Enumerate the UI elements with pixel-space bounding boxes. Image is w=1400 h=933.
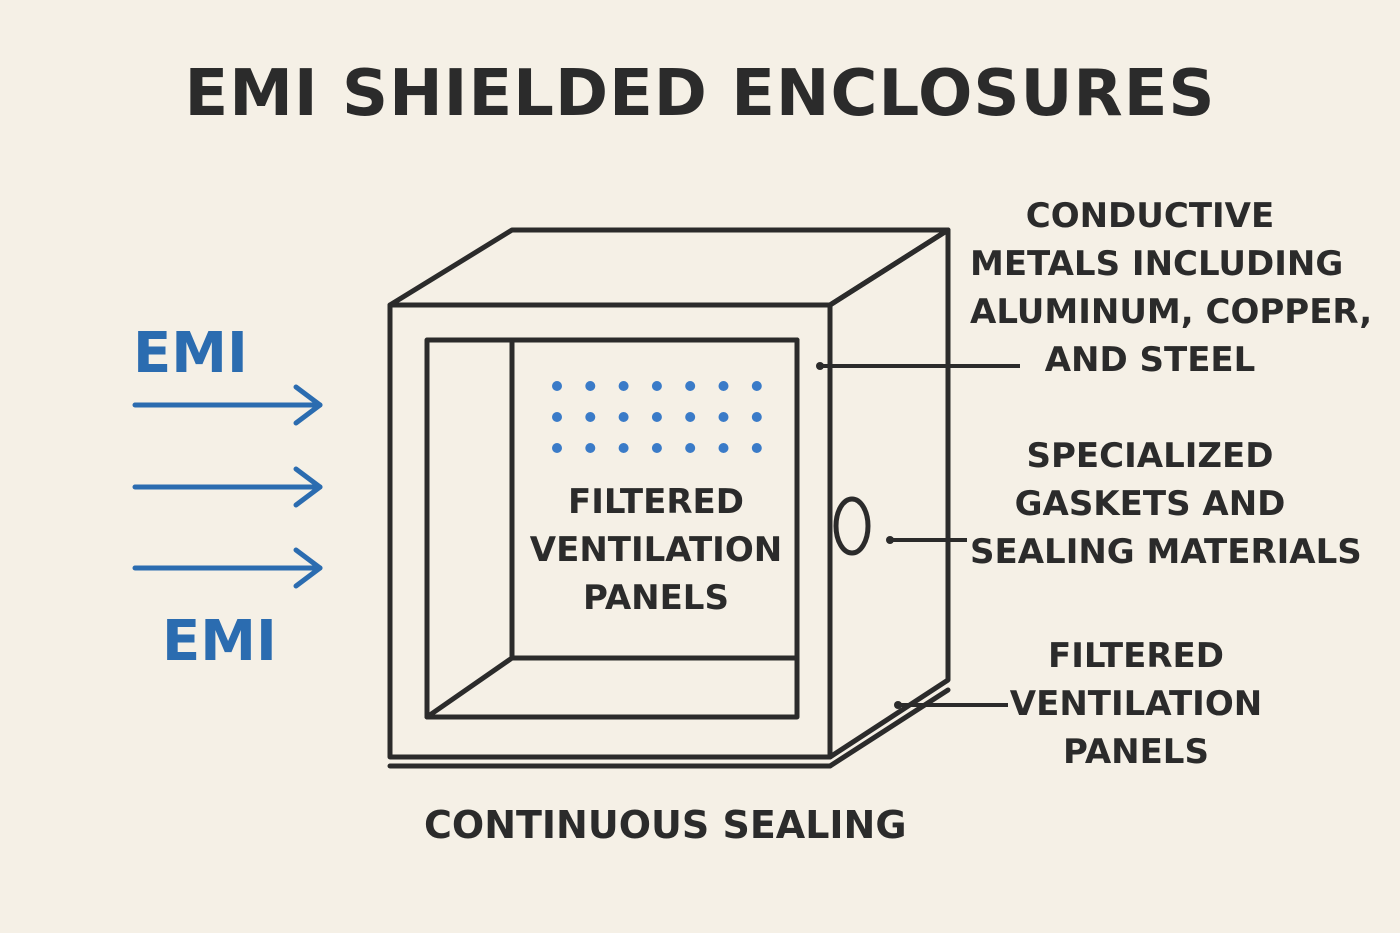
vent-dot <box>618 443 629 453</box>
vent-dot <box>685 412 696 422</box>
panel-label-line: VENTILATION <box>529 530 783 570</box>
enclosure-top-face <box>387 227 951 308</box>
vent-dot <box>685 443 696 453</box>
callout-ventilation: FILTERED VENTILATION PANELS <box>1000 632 1272 776</box>
panel-label: FILTERED VENTILATION PANELS <box>512 478 800 622</box>
vent-dot <box>552 381 562 391</box>
vent-dot <box>751 443 762 453</box>
vent-dot <box>718 443 729 453</box>
callout-metals-line: METALS INCLUDING <box>970 244 1344 284</box>
vent-dot <box>718 381 729 391</box>
emi-label-top: EMI <box>133 321 248 386</box>
callout-metals-line: ALUMINUM, COPPER, <box>970 292 1373 332</box>
vent-dot <box>552 412 562 422</box>
vent-dot <box>685 381 696 391</box>
vent-dot <box>552 443 562 453</box>
enclosure-front-frame <box>387 302 833 760</box>
arrow-right-icon <box>132 384 323 426</box>
vent-dot <box>651 412 662 422</box>
callout-ventilation-line: FILTERED <box>1048 636 1224 676</box>
vent-dot <box>651 443 662 453</box>
callout-ventilation-line: PANELS <box>1063 732 1209 772</box>
interior-floor-edge <box>424 655 515 720</box>
vent-dot <box>651 381 662 391</box>
callout-gaskets-line: SPECIALIZED <box>1026 436 1274 476</box>
callout-metals: CONDUCTIVE METALS INCLUDING ALUMINUM, CO… <box>970 192 1373 384</box>
panel-label-line: PANELS <box>583 578 729 618</box>
ventilation-panel <box>509 337 800 661</box>
enclosure-base-side <box>827 687 951 769</box>
arrow-right-icon <box>132 547 323 589</box>
arrow-right-icon <box>132 466 323 508</box>
callout-gaskets: SPECIALIZED GASKETS AND SEALING MATERIAL… <box>970 432 1362 576</box>
panel-label-line: FILTERED <box>568 482 744 522</box>
ventilation-dots <box>552 381 762 453</box>
vent-dot <box>585 443 596 453</box>
callout-leader-ventilation <box>894 701 1008 709</box>
callout-leader-gaskets <box>886 536 967 544</box>
emi-label-bottom: EMI <box>162 609 277 674</box>
callout-gaskets-line: SEALING MATERIALS <box>970 532 1362 572</box>
enclosure-side-face <box>827 227 951 760</box>
callout-metals-line: AND STEEL <box>1044 340 1256 380</box>
callout-leader-metals <box>816 362 1020 370</box>
callout-ventilation-line: VENTILATION <box>1009 684 1263 724</box>
continuous-sealing-label: CONTINUOUS SEALING <box>424 803 907 847</box>
diagram-title: EMI SHIELDED ENCLOSURES <box>184 57 1216 131</box>
vent-dot <box>751 381 762 391</box>
door-handle-icon <box>833 496 871 556</box>
vent-dot <box>751 412 762 422</box>
vent-dot <box>718 412 729 422</box>
callout-gaskets-line: GASKETS AND <box>1014 484 1286 524</box>
vent-dot <box>585 381 596 391</box>
vent-dot <box>618 412 629 422</box>
vent-dot <box>618 381 629 391</box>
vent-dot <box>585 412 596 422</box>
callout-metals-line: CONDUCTIVE <box>1025 196 1275 236</box>
